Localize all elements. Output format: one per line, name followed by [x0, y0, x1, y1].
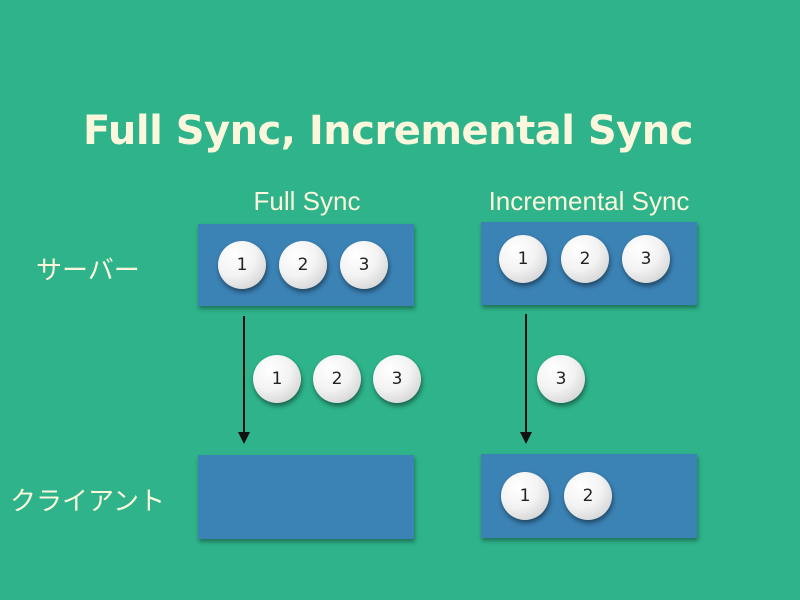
row-label-server: サーバー	[36, 256, 140, 286]
slide-title: Full Sync, Incremental Sync	[83, 108, 693, 154]
incremental-sync-client-box: 1 2	[481, 454, 697, 538]
full-sync-server-item: 2	[279, 241, 327, 289]
incremental-sync-server-item: 2	[561, 235, 609, 283]
column-label-full-sync: Full Sync	[253, 186, 361, 216]
full-sync-arrow	[238, 316, 250, 444]
incremental-sync-client-item: 1	[501, 472, 549, 520]
column-label-incremental-sync: Incremental Sync	[488, 186, 690, 216]
full-sync-server-item: 1	[218, 241, 266, 289]
full-sync-transfer-item: 2	[313, 355, 361, 403]
arrow-head-icon	[238, 432, 250, 444]
incremental-sync-arrow	[520, 314, 532, 444]
full-sync-transfer-item: 3	[373, 355, 421, 403]
row-label-client: クライアント	[10, 487, 165, 517]
incremental-sync-server-item: 3	[622, 235, 670, 283]
full-sync-server-item: 3	[340, 241, 388, 289]
full-sync-server-box: 1 2 3	[198, 224, 414, 306]
incremental-sync-server-item: 1	[499, 235, 547, 283]
full-sync-transfer-item: 1	[253, 355, 301, 403]
incremental-sync-server-box: 1 2 3	[481, 222, 697, 305]
incremental-sync-client-item: 2	[564, 472, 612, 520]
arrow-head-icon	[520, 432, 532, 444]
full-sync-client-box	[198, 455, 414, 539]
incremental-sync-transfer-item: 3	[537, 355, 585, 403]
